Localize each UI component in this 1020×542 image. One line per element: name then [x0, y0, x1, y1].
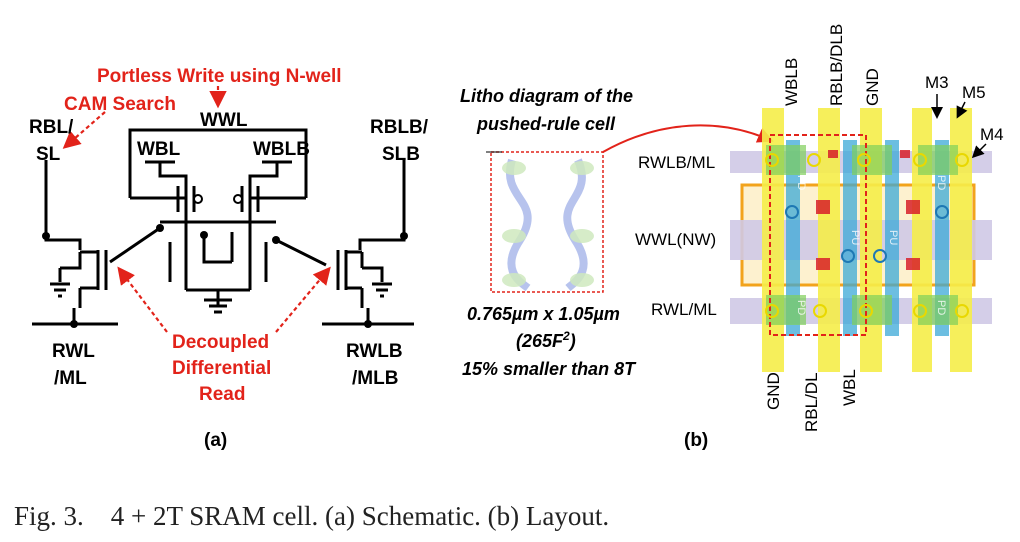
- decoupled-arrow-right: [275, 266, 331, 333]
- left-pfet-bubble: [193, 194, 203, 204]
- wbl-wire: [145, 160, 188, 222]
- litho-dimensions: 0.765µm x 1.05µm: [467, 304, 620, 324]
- ground-symbol: [204, 298, 232, 314]
- rwlb-ml-label: RWLB/ML: [638, 153, 715, 172]
- contacts: [816, 150, 920, 270]
- m4-label: M4: [980, 125, 1004, 144]
- right-read-ground: [372, 282, 392, 298]
- slb-label: SLB: [382, 144, 420, 165]
- litho-pointer-arrow: [602, 124, 774, 153]
- left-read-ground: [50, 282, 70, 298]
- rbl-label: RBL/: [29, 117, 74, 138]
- litho-comparison: 15% smaller than 8T: [462, 359, 637, 379]
- decoupled-arrow-left: [117, 266, 168, 333]
- gnd-top-column-label: GND: [863, 68, 882, 106]
- wbl-label: WBL: [137, 139, 181, 160]
- left-read-transistor: [78, 250, 108, 308]
- svg-text:PD: PD: [795, 300, 807, 315]
- wwl-wire: [128, 128, 308, 198]
- rwlb-node: [364, 320, 372, 328]
- rblb-node: [400, 232, 408, 240]
- portless-write-annotation: Portless Write using N-well: [97, 66, 342, 87]
- cam-arrow: [62, 111, 106, 149]
- left-inverter: [168, 232, 232, 290]
- rblb-dlb-column-label: RBLB/DLB: [827, 24, 846, 106]
- right-inverter: [230, 232, 268, 290]
- left-read-body: [58, 252, 82, 282]
- mlb-label: /MLB: [352, 368, 398, 389]
- rbl-dl-column-label: RBL/DL: [802, 372, 821, 432]
- svg-text:PD: PD: [795, 175, 807, 190]
- node-mid: [200, 231, 208, 239]
- wblb-wire: [248, 160, 292, 222]
- litho-title-line2: pushed-rule cell: [476, 114, 616, 134]
- schematic-panel: Portless Write using N-well CAM Search W…: [29, 66, 429, 451]
- rwlb-label: RWLB: [346, 341, 403, 362]
- right-pfet-bubble: [233, 194, 243, 204]
- left-read-gate-wire: [109, 226, 161, 264]
- svg-text:PU: PU: [849, 230, 861, 245]
- rblb-wire: [358, 160, 406, 250]
- m5-arrow: [956, 101, 968, 119]
- svg-text:PD: PD: [935, 175, 947, 190]
- litho-title-line1: Litho diagram of the: [460, 86, 633, 106]
- wblb-column-label: WBLB: [782, 58, 801, 106]
- layout-cell-outline: [769, 134, 867, 336]
- sl-label: SL: [36, 144, 61, 165]
- decoupled-line1: Decoupled: [172, 332, 269, 353]
- layout-panel: PD PU PD PD PU PD WBLB RBLB/DLB GND GND …: [635, 24, 1004, 451]
- m3-label: M3: [925, 73, 949, 92]
- panel-a-label: (a): [204, 430, 227, 451]
- wblb-label: WBLB: [253, 139, 310, 160]
- right-read-gate-wire: [275, 238, 327, 267]
- gnd-bottom-column-label: GND: [764, 372, 783, 410]
- ml-label: /ML: [54, 368, 87, 389]
- wwl-nw-label: WWL(NW): [635, 230, 716, 249]
- cam-search-annotation: CAM Search: [64, 94, 176, 115]
- device-labels: PD PU PD PD PU PD: [795, 175, 947, 315]
- right-read-body: [360, 252, 384, 282]
- litho-area: (265F2): [516, 329, 576, 351]
- vias: [765, 153, 969, 318]
- decoupled-line3: Read: [199, 384, 245, 405]
- right-read-transistor: [336, 250, 364, 308]
- svg-text:PU: PU: [887, 230, 899, 245]
- svg-text:PD: PD: [935, 300, 947, 315]
- wwl-label: WWL: [200, 110, 248, 131]
- wbl-column-label: WBL: [840, 369, 859, 406]
- panel-b-label: (b): [684, 430, 708, 451]
- m4-arrow: [971, 143, 987, 159]
- rbl-wire: [44, 160, 82, 250]
- storage-top-rail: [160, 220, 276, 232]
- decoupled-line2: Differential: [172, 358, 271, 379]
- diffusion: [766, 145, 958, 325]
- rwl-ml-label: RWL/ML: [651, 300, 717, 319]
- poly-columns: [786, 140, 949, 336]
- figure-caption: Fig. 3. 4 + 2T SRAM cell. (a) Schematic.…: [14, 501, 609, 531]
- rwl-node: [70, 320, 78, 328]
- litho-panel: Litho diagram of the pushed-rule cell 0.…: [460, 86, 774, 379]
- rbl-node: [42, 232, 50, 240]
- m5-label: M5: [962, 83, 986, 102]
- litho-contacts: [502, 161, 594, 287]
- rwl-label: RWL: [52, 341, 95, 362]
- rblb-label: RBLB/: [370, 117, 429, 138]
- ground-rail: [186, 288, 250, 306]
